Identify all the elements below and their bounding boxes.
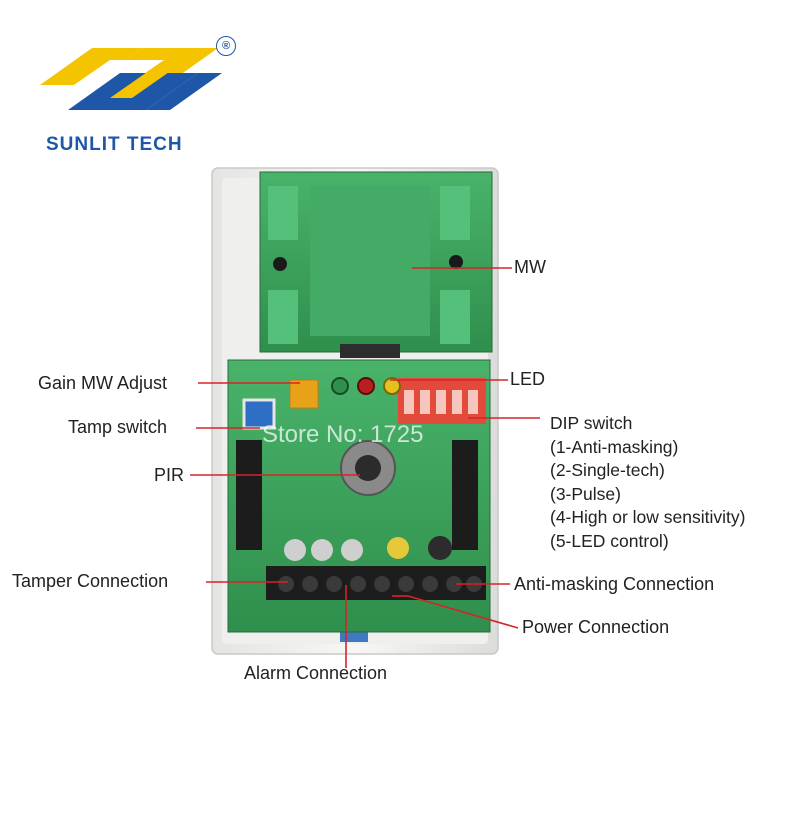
dip-item: (2-Single-tech) bbox=[550, 460, 665, 480]
label-power-connection: Power Connection bbox=[522, 617, 670, 637]
dip-switch-legend: DIP switch (1-Anti-masking) (2-Single-te… bbox=[550, 412, 745, 553]
label-tamper-connection: Tamper Connection bbox=[12, 571, 169, 591]
label-anti-masking-connection: Anti-masking Connection bbox=[514, 574, 715, 594]
dip-item: (5-LED control) bbox=[550, 530, 669, 551]
leader-lines bbox=[190, 267, 540, 668]
registered-mark: ® bbox=[216, 36, 236, 56]
label-pir: PIR bbox=[154, 465, 185, 485]
label-tamp-switch: Tamp switch bbox=[68, 417, 168, 437]
dip-item: (3-Pulse) bbox=[550, 483, 621, 504]
label-gain-mw-adjust: Gain MW Adjust bbox=[38, 373, 168, 393]
brand-name: SUNLIT TECH bbox=[46, 134, 183, 155]
main-pcb bbox=[227, 359, 491, 633]
label-alarm-connection: Alarm Connection bbox=[244, 663, 388, 683]
watermark: Store No: 1725 bbox=[262, 421, 424, 448]
mw-board bbox=[259, 171, 493, 358]
label-mw: MW bbox=[514, 257, 546, 277]
label-led: LED bbox=[510, 369, 546, 389]
brand-logo-icon bbox=[40, 48, 222, 110]
dip-item: (1-Anti-masking) bbox=[550, 436, 679, 457]
dip-item: (4-High or low sensitivity) bbox=[550, 507, 746, 527]
dip-switch-title: DIP switch bbox=[550, 413, 633, 433]
